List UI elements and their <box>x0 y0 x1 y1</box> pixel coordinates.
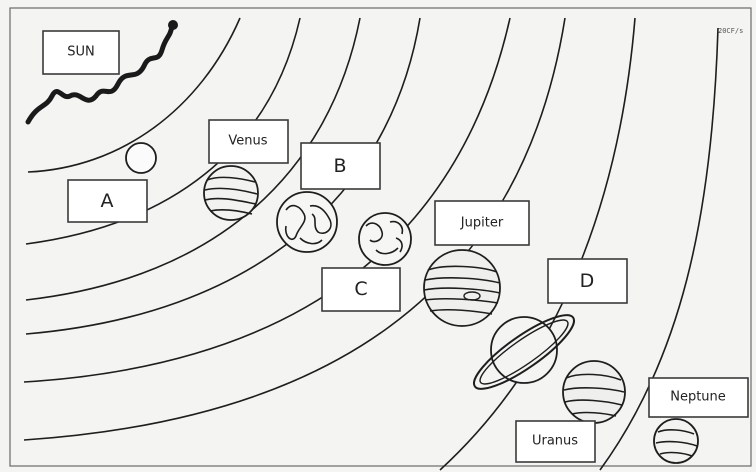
label-jupiter-text: Jupiter <box>460 216 504 231</box>
label-neptune-text: Neptune <box>670 390 726 405</box>
label-c-text: C <box>354 278 367 300</box>
jupiter-planet <box>424 250 500 326</box>
label-neptune: Neptune <box>649 378 748 417</box>
label-uranus: Uranus <box>516 421 595 462</box>
label-jupiter: Jupiter <box>435 201 529 245</box>
label-a-text: A <box>101 190 114 212</box>
label-sun-text: SUN <box>67 45 95 60</box>
planet-a-circle <box>126 143 156 173</box>
label-b-text: B <box>333 155 346 177</box>
label-venus-text: Venus <box>228 134 267 149</box>
label-sun: SUN <box>43 31 119 74</box>
label-a[interactable]: A <box>68 180 147 222</box>
label-d[interactable]: D <box>548 259 627 303</box>
earth-planet <box>277 192 337 252</box>
venus-planet <box>204 166 258 220</box>
label-c[interactable]: C <box>322 268 400 311</box>
uranus-planet <box>563 361 625 423</box>
label-b[interactable]: B <box>301 143 380 189</box>
label-d-text: D <box>580 270 595 292</box>
label-venus: Venus <box>209 120 288 163</box>
label-uranus-text: Uranus <box>532 434 578 449</box>
mars-planet <box>359 213 411 265</box>
page-mark: 20CF/s <box>718 27 743 35</box>
neptune-planet <box>654 419 698 463</box>
